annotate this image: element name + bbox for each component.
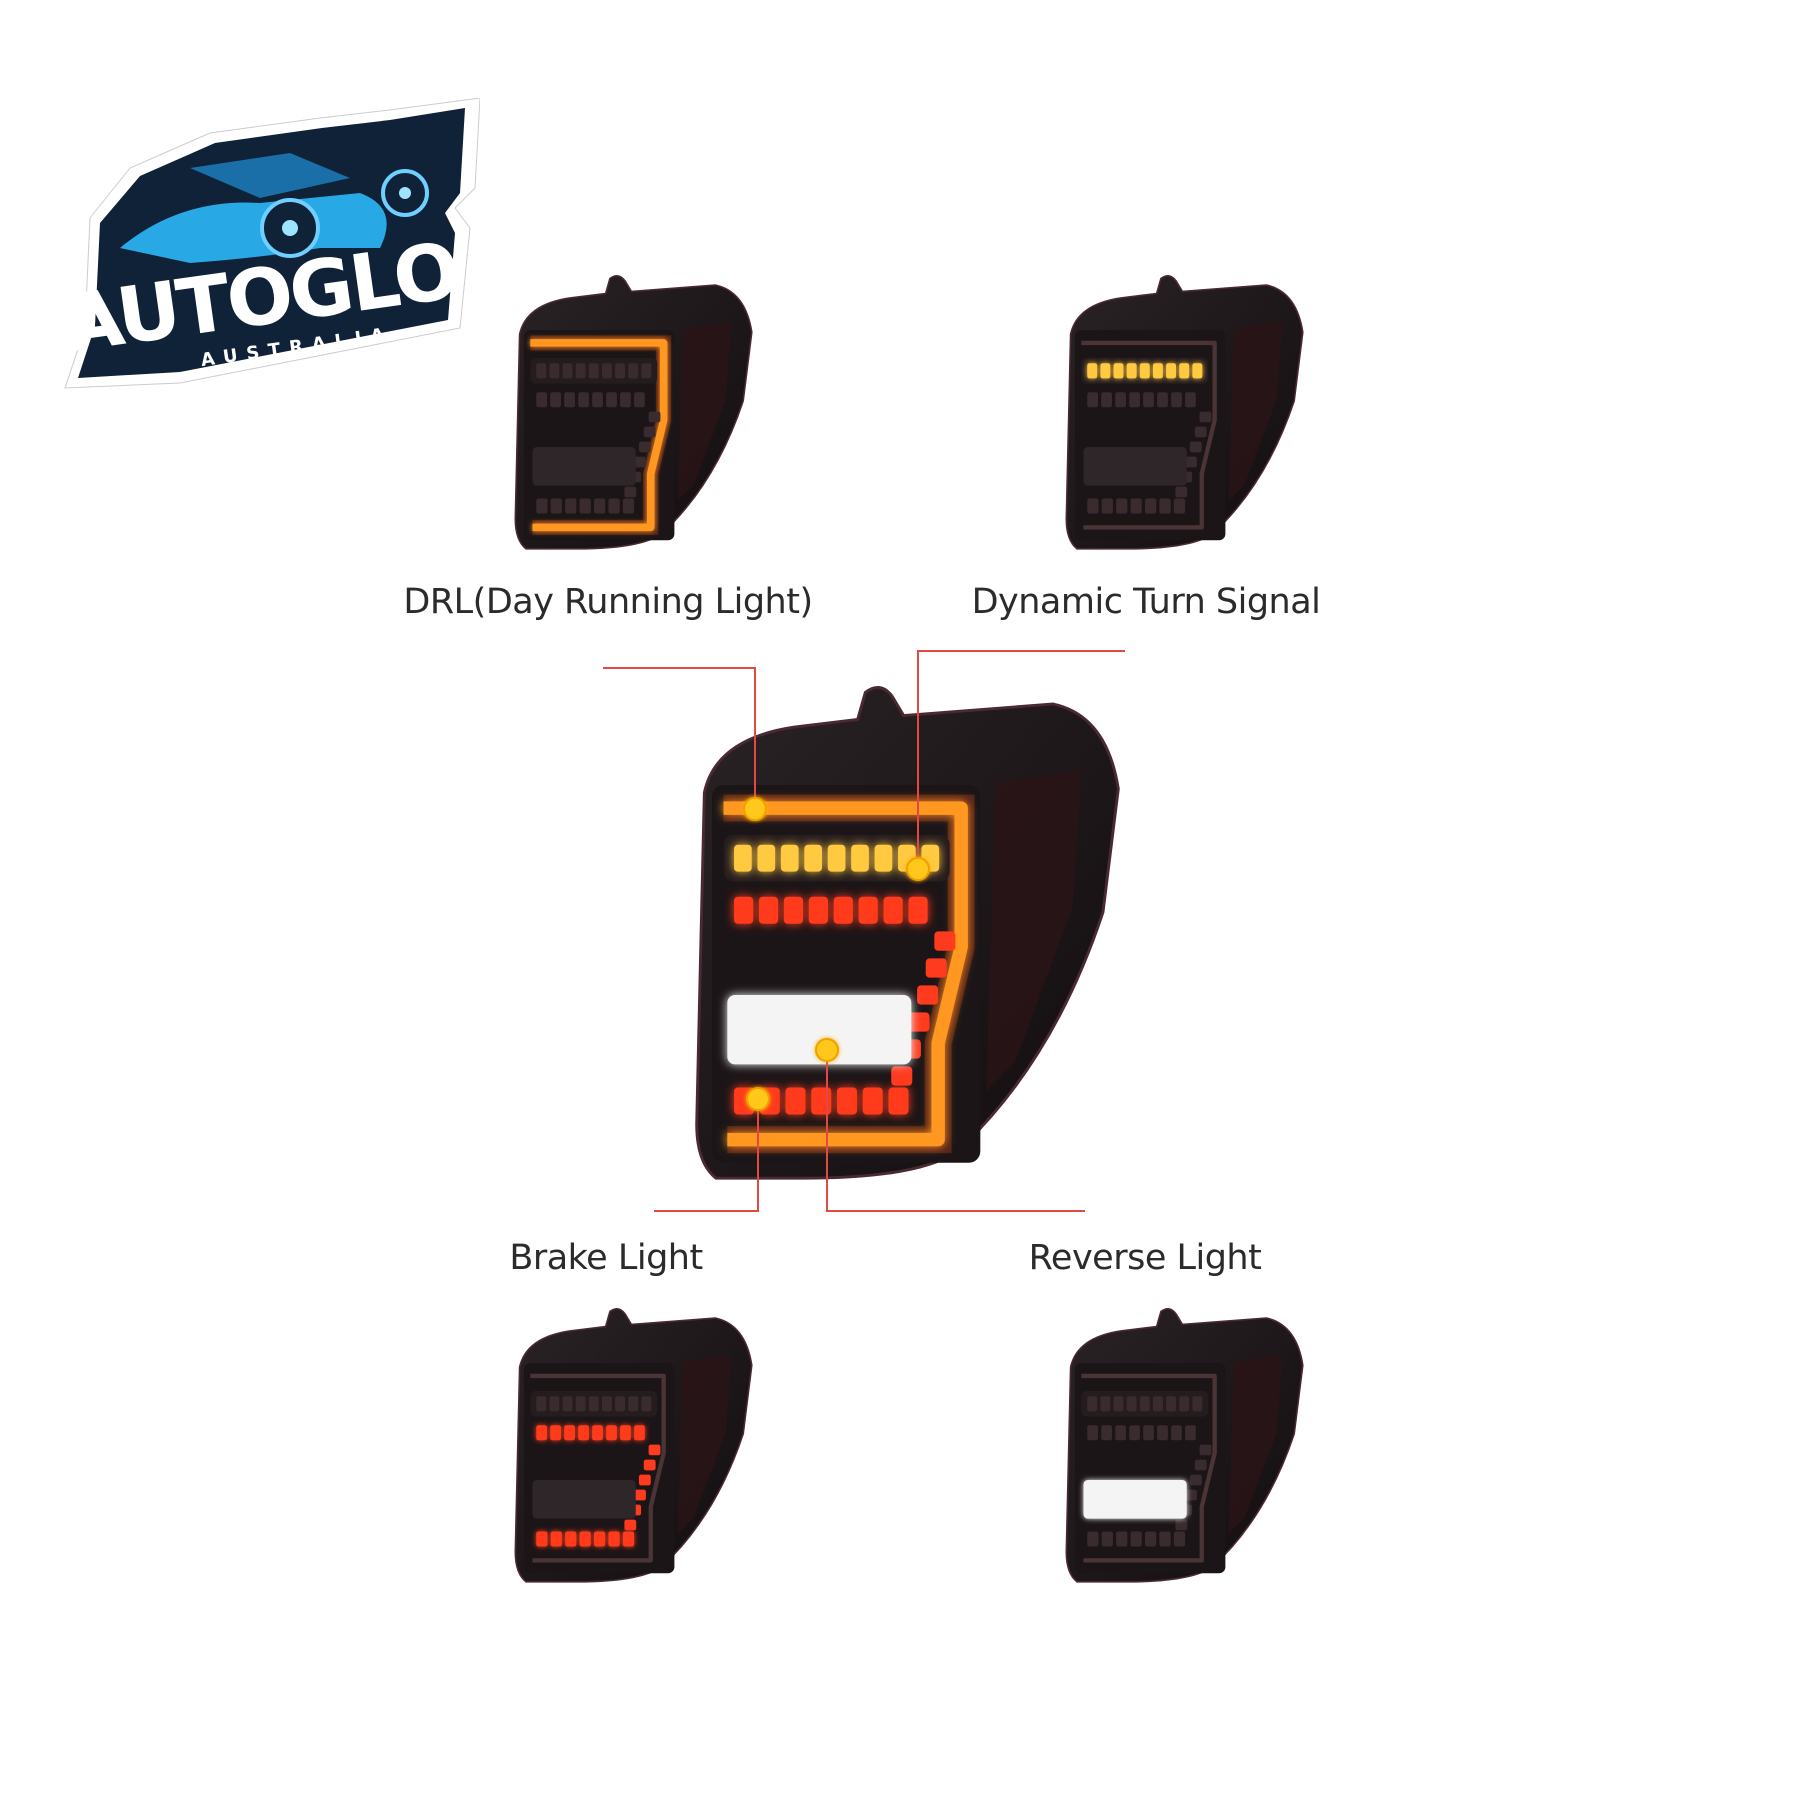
callout-line-drl-h: [603, 667, 756, 669]
turn-signal-leds: [536, 363, 652, 379]
label-turn-signal: Dynamic Turn Signal: [971, 582, 1321, 622]
brake-lower-leds: [1087, 1531, 1186, 1547]
brake-lower-leds: [1087, 498, 1186, 514]
label-drl: DRL(Day Running Light): [403, 582, 813, 622]
brake-upper-leds: [734, 896, 928, 924]
lamp-brake: [511, 1303, 769, 1584]
lamp-reverse: [1062, 1303, 1320, 1584]
drl-light-bar: [1081, 1373, 1217, 1563]
brake-upper-leds: [536, 392, 645, 408]
turn-signal-leds: [1087, 1396, 1203, 1412]
brake-upper-leds: [1087, 392, 1196, 408]
callout-dot-reverse: [815, 1038, 839, 1062]
brake-upper-leds: [1087, 1425, 1196, 1441]
reverse-light: [532, 446, 636, 486]
callout-line-reverse-h: [826, 1210, 1085, 1212]
drl-light-bar: [530, 339, 668, 532]
lamp-drl: [511, 270, 769, 551]
turn-signal-leds: [734, 844, 940, 872]
drl-light-bar: [1081, 340, 1217, 530]
turn-signal-leds: [1087, 363, 1203, 379]
drl-light-bar: [530, 1373, 666, 1563]
callout-dot-turn: [906, 857, 930, 881]
lamp-turn-signal: [1062, 270, 1320, 551]
callout-line-brake-v: [757, 1099, 759, 1211]
brake-diagonal-leds: [1175, 1444, 1212, 1531]
brake-diagonal-leds: [891, 931, 956, 1086]
reverse-light: [727, 995, 912, 1065]
brake-diagonal-leds: [1175, 411, 1212, 498]
label-reverse: Reverse Light: [1028, 1238, 1262, 1278]
reverse-light: [532, 1479, 636, 1519]
autoglo-logo: AUTOGLO AUSTRALIA: [57, 97, 481, 393]
turn-signal-leds: [536, 1396, 652, 1412]
callout-dot-drl: [743, 797, 767, 821]
callout-line-reverse-v: [826, 1050, 828, 1212]
callout-line-brake-h: [654, 1210, 759, 1212]
callout-line-turn-v: [917, 650, 919, 869]
reverse-light: [1083, 446, 1187, 486]
brake-lower-leds: [536, 1531, 635, 1547]
reverse-light: [1083, 1479, 1187, 1519]
brake-lower-leds: [536, 498, 635, 514]
label-brake: Brake Light: [509, 1238, 703, 1278]
callout-line-turn-h: [918, 650, 1125, 652]
callout-line-drl-v: [754, 667, 756, 809]
callout-dot-brake: [746, 1087, 770, 1111]
drl-light-bar: [723, 801, 968, 1147]
lamp-combined: [689, 677, 1149, 1182]
brake-upper-leds: [536, 1425, 645, 1441]
